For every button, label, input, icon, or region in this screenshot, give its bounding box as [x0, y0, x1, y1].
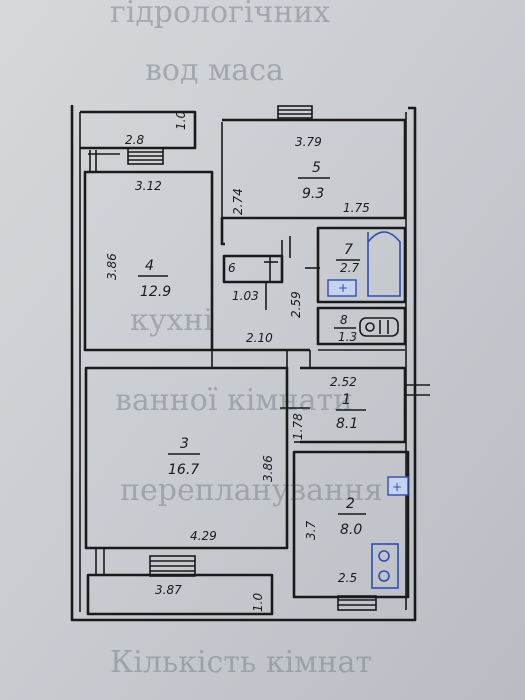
room4-depth: 3.86 — [105, 253, 119, 280]
room5-number: 5 — [312, 160, 321, 176]
room1-number: 1 — [342, 392, 351, 408]
room2-depth: 3.7 — [304, 521, 318, 540]
room2-area: 8.0 — [340, 522, 362, 538]
room7-number: 7 — [344, 242, 353, 258]
room6-width: 1.03 — [232, 289, 259, 303]
balcony-bottom: 3.87 1.0 — [86, 548, 274, 616]
room1-area: 8.1 — [336, 416, 358, 432]
room-8: 8 1.3 — [316, 306, 407, 346]
bg-text-5: перепланування — [120, 473, 383, 508]
room5-depth: 2.74 — [231, 188, 245, 215]
room8-number: 8 — [340, 313, 348, 327]
room5-area: 9.3 — [302, 186, 324, 202]
room4-number: 4 — [145, 258, 154, 274]
room8-area: 1.3 — [338, 330, 357, 344]
room1-width: 2.52 — [330, 375, 357, 389]
room-5: 3.79 2.74 5 9.3 1.75 — [220, 105, 407, 246]
bg-text-4: ванної кімнати — [115, 383, 353, 418]
corridor-length: 2.59 — [289, 291, 303, 318]
room4-width: 3.12 — [135, 179, 162, 193]
room5-extra: 1.75 — [343, 201, 370, 215]
room-2: + 2 8.0 3.7 2.5 — [292, 450, 410, 611]
room-6: 6 1.03 2.10 2.59 — [212, 236, 320, 352]
balcony-top: 2.8 1.0 — [80, 111, 197, 172]
room3-width: 4.29 — [190, 529, 217, 543]
room-7: + 7 2.7 — [316, 226, 407, 304]
room7-area: 2.7 — [340, 261, 359, 275]
room1-depth: 1.78 — [291, 413, 305, 440]
room6-depth: 2.10 — [246, 331, 273, 345]
room2-width: 2.5 — [338, 571, 357, 585]
bg-text-1: гідрологічних — [110, 0, 330, 30]
partitions — [211, 349, 405, 443]
balcony-bottom-depth: 1.0 — [251, 593, 265, 612]
room3-number: 3 — [180, 436, 189, 452]
room-3: 3 16.7 4.29 3.86 — [84, 366, 289, 550]
room2-number: 2 — [346, 496, 355, 512]
room3-area: 16.7 — [168, 462, 199, 478]
room5-width: 3.79 — [295, 135, 322, 149]
bg-text-6: Кількість кімнат — [110, 645, 372, 680]
room6-number: 6 — [228, 261, 236, 275]
bg-text-2: вод маса — [145, 53, 284, 88]
balcony-bottom-width: 3.87 — [155, 583, 182, 597]
bg-text-3: кухні — [130, 303, 213, 338]
room-1: 2.52 1 8.1 1.78 — [280, 366, 430, 444]
balcony-top-width: 2.8 — [125, 133, 144, 147]
room4-area: 12.9 — [140, 284, 171, 300]
balcony-top-depth: 1.0 — [174, 111, 188, 130]
stove-icon: + — [392, 480, 402, 494]
room3-depth: 3.86 — [261, 455, 275, 482]
sink-icon: + — [338, 281, 348, 295]
